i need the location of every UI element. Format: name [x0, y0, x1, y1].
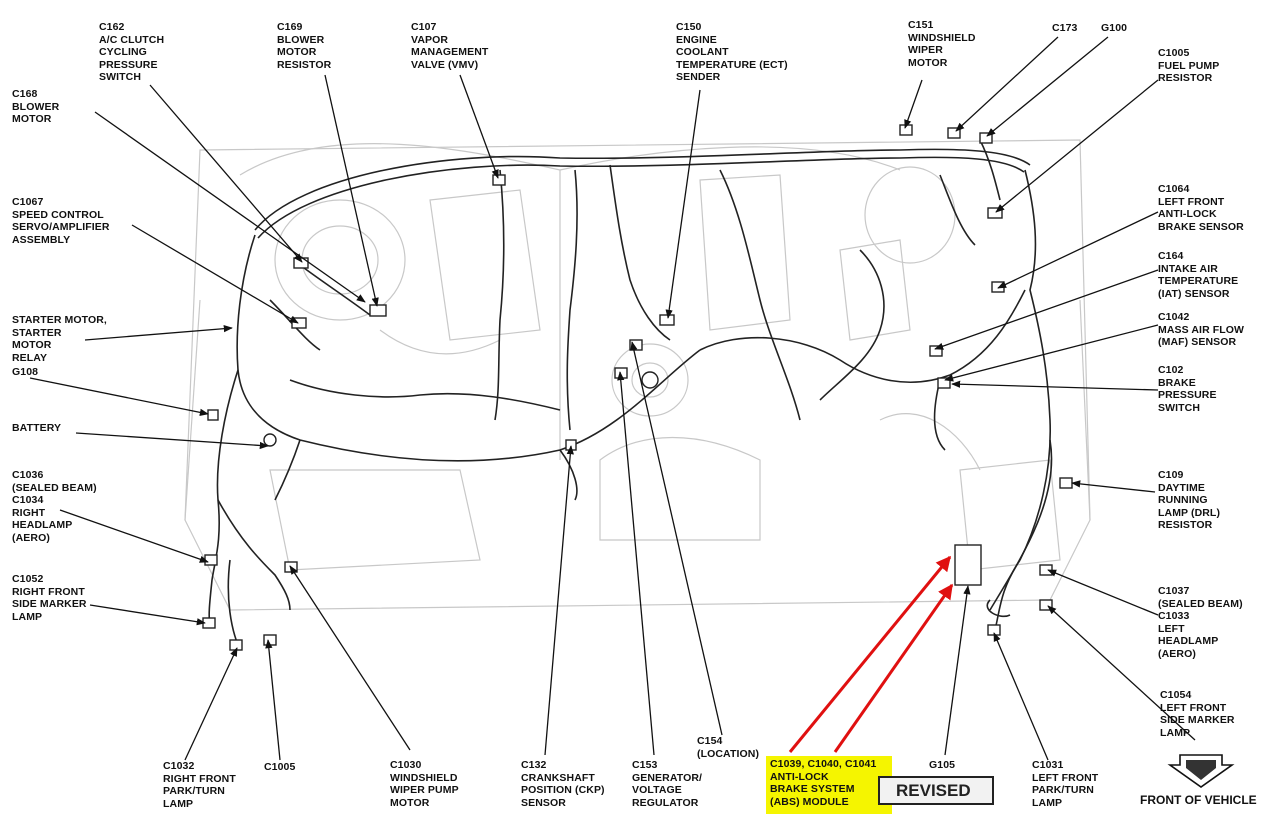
leader-starter	[84, 325, 233, 341]
leader-c1032	[184, 647, 238, 761]
label-c154: C154(LOCATION)	[697, 735, 760, 760]
leader-g100	[986, 36, 1109, 137]
leader-lines	[29, 36, 1196, 761]
leader-c1031	[993, 632, 1049, 761]
label-g100: G100	[1101, 22, 1128, 34]
leader-g108	[29, 377, 209, 416]
leader-c109	[1071, 480, 1156, 493]
leader-c150	[665, 89, 701, 319]
leader-c1054	[1047, 605, 1196, 741]
leader-c1037	[1047, 569, 1159, 616]
annotation-arrows	[788, 555, 954, 753]
revised-badge: REVISED	[878, 776, 994, 805]
leader-c1067	[131, 224, 299, 324]
front-of-vehicle-label: FRONT OF VEHICLE	[1140, 793, 1257, 807]
leader-c1064	[997, 211, 1159, 289]
label-c1005-bottom: C1005	[264, 761, 296, 773]
leader-c132	[544, 445, 574, 756]
leader-c1030	[289, 565, 411, 751]
leader-c162	[149, 84, 303, 263]
label-battery: BATTERY	[12, 422, 62, 434]
leader-c153	[617, 371, 655, 756]
leader-c168	[94, 111, 366, 303]
abs-module-highlight	[766, 756, 892, 814]
leader-c154	[630, 341, 723, 736]
leader-g105	[944, 585, 971, 756]
leader-c151	[904, 79, 923, 129]
engine-sketch	[184, 139, 1091, 611]
connector-symbols	[202, 124, 1073, 651]
leader-c1005-top	[995, 79, 1159, 213]
leader-c1005-bottom	[265, 639, 281, 761]
leader-c107	[459, 74, 499, 179]
leader-c169	[324, 74, 379, 307]
leader-c1042	[944, 324, 1159, 382]
label-g108: G108	[12, 366, 39, 378]
label-c173: C173	[1052, 22, 1078, 34]
front-of-vehicle-arrow-icon	[1167, 754, 1235, 788]
leader-c173	[955, 36, 1059, 132]
wiring-harness	[208, 139, 1053, 646]
leader-c164	[934, 269, 1159, 350]
leader-battery	[75, 432, 269, 450]
leader-c102	[951, 380, 1159, 391]
leader-c1052	[89, 604, 206, 626]
leader-c1036	[59, 509, 209, 563]
label-g105: G105	[929, 759, 956, 771]
